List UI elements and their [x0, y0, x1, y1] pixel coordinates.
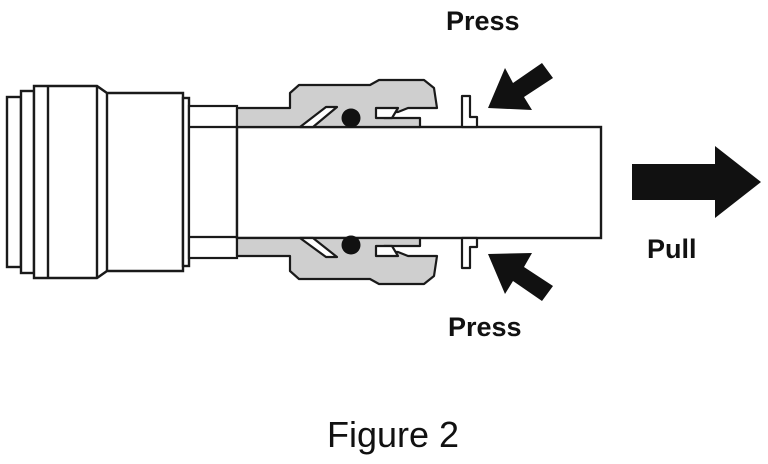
collet-bottom-body: [235, 236, 439, 286]
grab-ring-bottom: [298, 236, 339, 259]
o-ring-top: [341, 108, 361, 128]
grab-ring-top: [298, 105, 339, 129]
o-ring-bottom: [341, 235, 361, 255]
press-arrow-top-icon: [488, 63, 553, 110]
collet-bottom-button[interactable]: [460, 236, 479, 270]
collet-top: [235, 78, 479, 129]
neck: [187, 104, 239, 260]
end-ring-outer: [5, 95, 23, 269]
collet-bottom: [235, 235, 479, 286]
fitting-body: [32, 84, 191, 280]
body-shell: [32, 84, 185, 280]
press-arrow-bottom-icon: [488, 253, 553, 301]
press-label-bottom: Press: [448, 312, 522, 342]
pull-label: Pull: [647, 234, 697, 264]
press-label-top: Press: [446, 6, 520, 36]
fitting-neck: [187, 104, 239, 260]
end-ring-inner: [19, 89, 36, 275]
collet-top-body: [235, 78, 439, 129]
tube: [235, 125, 603, 240]
collet-top-notch: [374, 106, 400, 120]
end-cap: [5, 89, 36, 275]
figure-caption: Figure 2: [327, 414, 460, 455]
collet-bottom-notch: [374, 244, 400, 258]
pull-arrow-icon: [632, 146, 761, 218]
collet-top-button[interactable]: [460, 94, 479, 129]
